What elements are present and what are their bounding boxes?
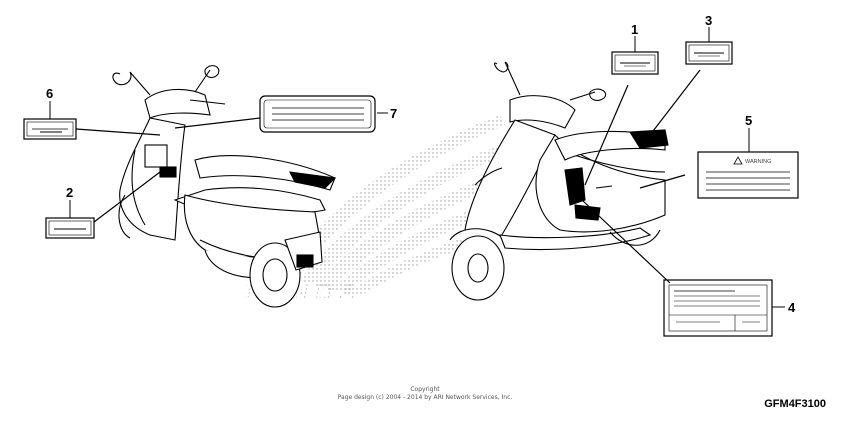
label-3-caution: 3 xyxy=(649,13,733,136)
left-scooter xyxy=(112,65,337,308)
copyright-line-2: Page design (c) 2004 - 2014 by ARI Netwo… xyxy=(337,394,513,401)
callout-4: 4 xyxy=(788,300,796,315)
callout-5: 5 xyxy=(745,113,752,128)
label-2-caution: 2 xyxy=(45,171,161,239)
callout-6: 6 xyxy=(46,86,53,101)
diagram-code: GFM4F3100 xyxy=(764,398,826,410)
label-7-caution: 7 xyxy=(174,95,397,133)
callout-1: 1 xyxy=(631,22,638,37)
label-4-info: 4 xyxy=(581,199,796,337)
callout-3: 3 xyxy=(705,13,712,28)
label-6-caution: 6 xyxy=(23,86,161,140)
callout-7: 7 xyxy=(390,106,397,121)
warning-label-text: WARNING xyxy=(745,159,771,165)
right-scooter xyxy=(449,61,669,301)
copyright-line-1: Copyright xyxy=(410,386,440,393)
callout-2: 2 xyxy=(66,185,73,200)
label-5-warning: WARNING 5 xyxy=(639,113,799,199)
label-1-caution: 1 xyxy=(584,22,659,186)
